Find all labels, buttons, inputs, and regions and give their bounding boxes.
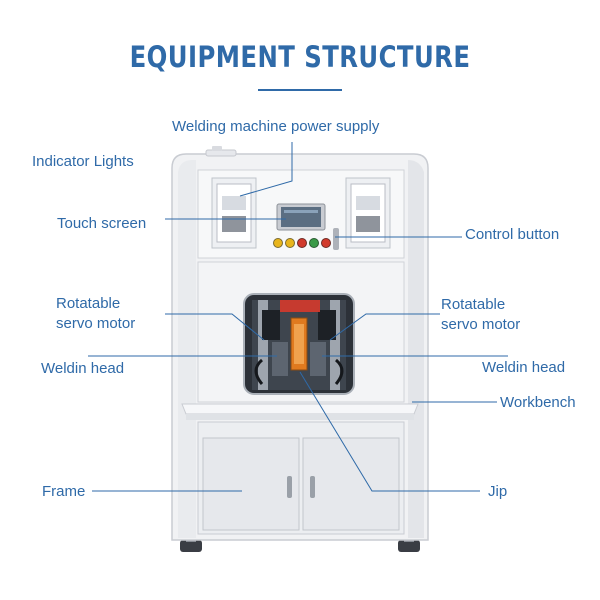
label-control-button: Control button <box>465 226 560 243</box>
callout-power-supply <box>239 142 293 197</box>
power-supply-window-right <box>345 177 391 249</box>
label-rotatable-right-1: Rotatable <box>441 296 506 313</box>
workbench <box>181 403 419 415</box>
callout-servo-left <box>165 313 265 341</box>
label-weldin-head-right: Weldin head <box>482 359 566 376</box>
label-touch-screen: Touch screen <box>57 215 147 232</box>
callout-lines <box>88 142 508 492</box>
label-rotatable-left-2: servo motor <box>56 315 136 332</box>
callout-jip <box>299 371 480 492</box>
work-area <box>243 293 355 395</box>
label-power-supply: Welding machine power supply <box>172 118 380 135</box>
label-rotatable-right-2: servo motor <box>441 316 521 333</box>
cabinet-frame <box>197 421 405 535</box>
label-workbench: Workbench <box>500 394 576 411</box>
label-frame: Frame <box>42 483 86 500</box>
label-weldin-head-left: Weldin head <box>41 360 125 377</box>
callout-servo-right <box>329 313 440 341</box>
page-title: EQUIPMENT STRUCTURE <box>129 40 471 74</box>
touch-screen <box>276 203 326 231</box>
title-underline <box>258 89 342 91</box>
power-supply-window-left <box>211 177 257 249</box>
indicator-lights <box>205 146 237 157</box>
control-buttons <box>273 228 339 250</box>
label-indicator-lights: Indicator Lights <box>32 153 134 170</box>
label-rotatable-left-1: Rotatable <box>56 295 121 312</box>
label-jip: Jip <box>488 483 508 500</box>
